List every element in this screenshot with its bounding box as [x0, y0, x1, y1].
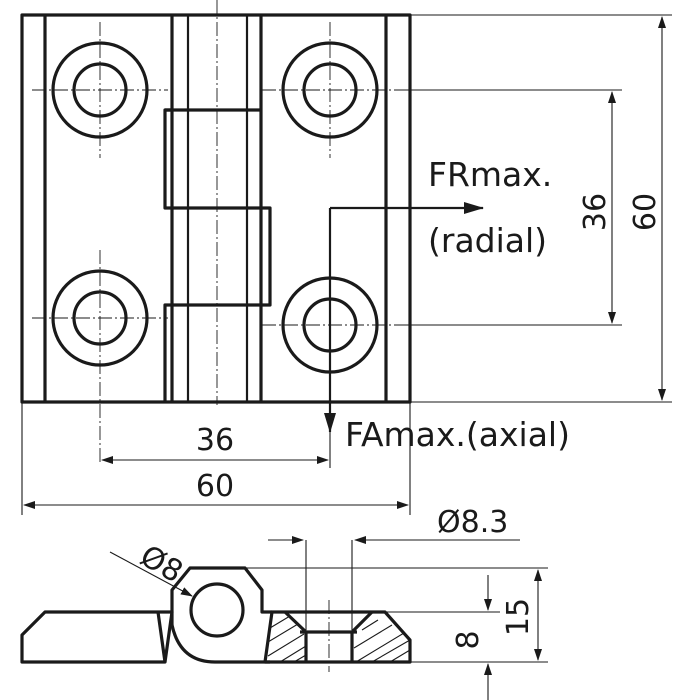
- knuckle-barrel: [163, 0, 272, 405]
- hole-bottom-left: [32, 250, 168, 465]
- hole-top-right: [262, 22, 398, 158]
- dim-60-horizontal: 60: [196, 469, 234, 504]
- front-view: [20, 0, 412, 465]
- dim-36-horizontal: 36: [196, 423, 234, 458]
- dim-60-vertical: 60: [628, 193, 663, 231]
- section-hatch-right: [353, 619, 411, 663]
- hole-top-left: [32, 22, 168, 158]
- dim-pin-diameter: Ø8: [134, 539, 188, 591]
- dim-36-vertical: 36: [578, 193, 613, 231]
- right-leaf-section: [263, 610, 412, 664]
- left-leaf-section: [20, 610, 174, 664]
- dimension-lines-side: [109, 536, 548, 700]
- dim-hole-diameter: Ø8.3: [437, 505, 508, 540]
- knuckle-section: [170, 566, 272, 625]
- force-arrows: [324, 202, 484, 433]
- dim-thickness-15: 15: [501, 598, 536, 636]
- section-hatch-left: [267, 615, 307, 663]
- pin-circle: [189, 582, 245, 638]
- radial-force-label: FRmax.: [428, 155, 552, 194]
- side-view: [20, 566, 412, 672]
- axial-force-label: FAmax.(axial): [345, 415, 570, 454]
- pin-dia-leader: [109, 551, 193, 597]
- dim-leaf-8: 8: [451, 630, 486, 649]
- dimension-lines-front: [21, 14, 672, 515]
- radial-force-sublabel: (radial): [428, 221, 547, 260]
